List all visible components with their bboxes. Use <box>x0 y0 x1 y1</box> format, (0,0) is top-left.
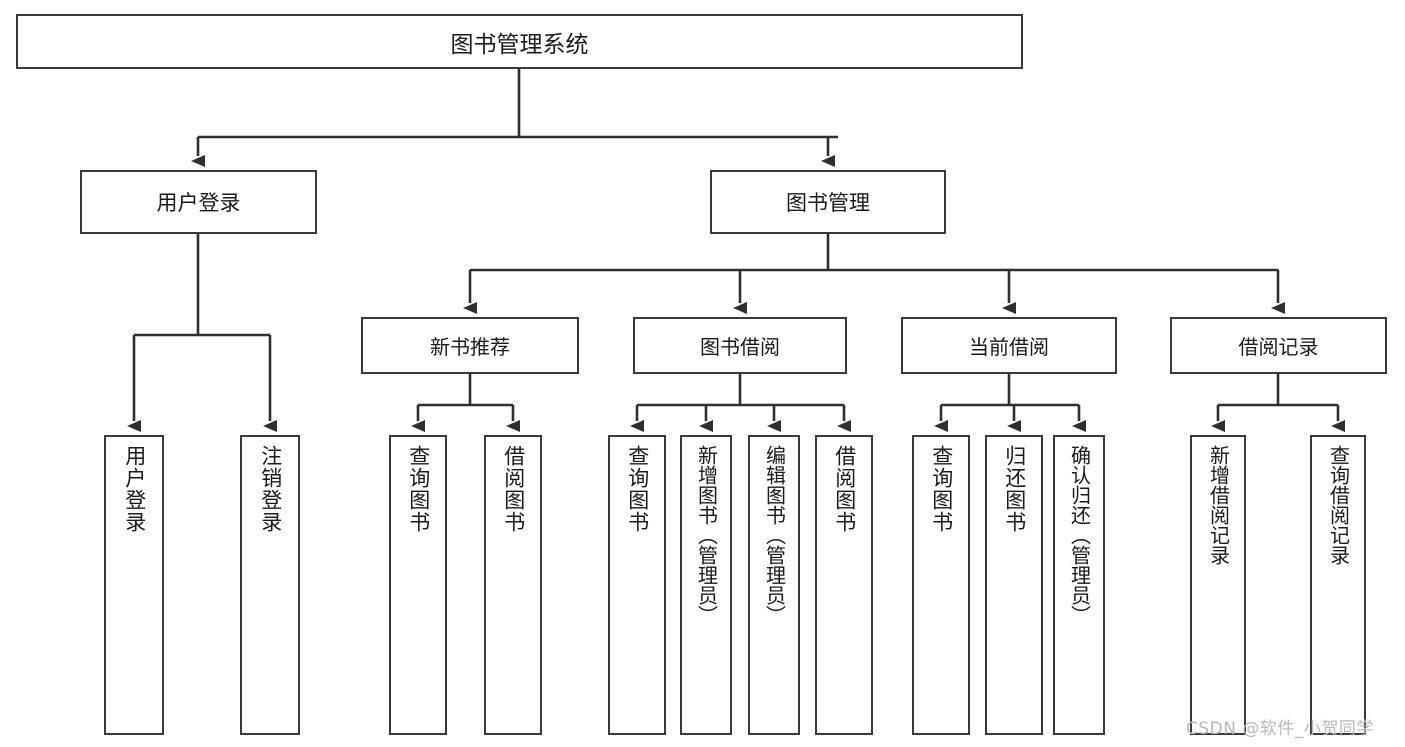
node-user-login-label: 用户登录 <box>156 191 241 215</box>
node-new-book-recommend-label: 新书推荐 <box>430 335 510 359</box>
leaf-confirm-return-admin-label: 确认归还（管理员） <box>1067 445 1092 625</box>
leaf-borrow-book-newbook-label: 借阅图书 <box>501 445 526 533</box>
node-current-borrow-label: 当前借阅 <box>969 335 1049 359</box>
leaf-add-borrow-record[interactable]: 新增借阅记录 <box>1190 435 1246 735</box>
node-borrow-record-label: 借阅记录 <box>1238 335 1319 359</box>
node-root-system-label: 图书管理系统 <box>450 31 589 58</box>
node-book-management[interactable]: 图书管理 <box>710 170 946 234</box>
leaf-logout-label: 注销登录 <box>258 445 283 533</box>
node-book-borrow-label: 图书借阅 <box>700 335 780 359</box>
leaf-add-book-admin-label: 新增图书（管理员） <box>694 445 719 625</box>
leaf-query-book-borrow[interactable]: 查询图书 <box>608 435 666 735</box>
leaf-return-book[interactable]: 归还图书 <box>985 435 1043 735</box>
leaf-query-book-newbook-label: 查询图书 <box>406 445 431 533</box>
leaf-query-book-borrow-label: 查询图书 <box>625 445 650 533</box>
leaf-edit-book-admin[interactable]: 编辑图书（管理员） <box>748 435 800 735</box>
leaf-borrow-book-newbook[interactable]: 借阅图书 <box>484 435 542 735</box>
node-current-borrow[interactable]: 当前借阅 <box>901 317 1117 374</box>
leaf-query-book-current-label: 查询图书 <box>929 445 954 533</box>
leaf-user-login[interactable]: 用户登录 <box>104 435 164 735</box>
leaf-edit-book-admin-label: 编辑图书（管理员） <box>762 445 787 625</box>
leaf-borrow-book-label: 借阅图书 <box>832 445 857 533</box>
leaf-logout[interactable]: 注销登录 <box>240 435 300 735</box>
leaf-borrow-book[interactable]: 借阅图书 <box>815 435 873 735</box>
node-new-book-recommend[interactable]: 新书推荐 <box>361 317 579 374</box>
node-book-management-label: 图书管理 <box>786 191 870 215</box>
csdn-watermark: CSDN @软件_小贺同学 <box>1186 719 1374 739</box>
leaf-query-book-newbook[interactable]: 查询图书 <box>389 435 447 735</box>
leaf-return-book-label: 归还图书 <box>1002 445 1027 533</box>
leaf-query-borrow-record-label: 查询借阅记录 <box>1326 445 1351 565</box>
leaf-user-login-label: 用户登录 <box>122 445 147 533</box>
leaf-add-book-admin[interactable]: 新增图书（管理员） <box>680 435 732 735</box>
leaf-query-book-current[interactable]: 查询图书 <box>912 435 970 735</box>
node-root-system[interactable]: 图书管理系统 <box>16 14 1023 69</box>
leaf-add-borrow-record-label: 新增借阅记录 <box>1206 445 1231 565</box>
node-book-borrow[interactable]: 图书借阅 <box>633 317 847 374</box>
leaf-query-borrow-record[interactable]: 查询借阅记录 <box>1310 435 1366 735</box>
node-user-login[interactable]: 用户登录 <box>80 170 317 234</box>
node-borrow-record[interactable]: 借阅记录 <box>1170 317 1387 374</box>
leaf-confirm-return-admin[interactable]: 确认归还（管理员） <box>1053 435 1105 735</box>
